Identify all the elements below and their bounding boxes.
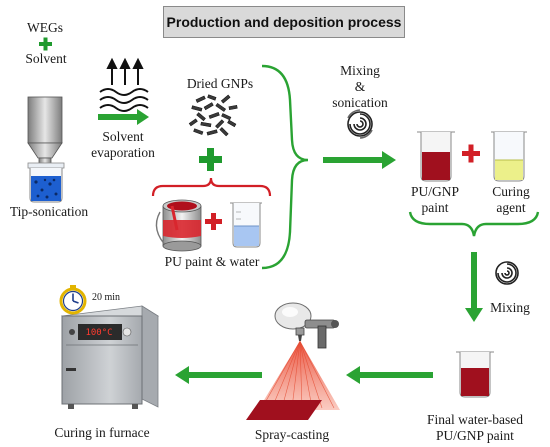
label-pu-gnp-paint: PU/GNP xyxy=(410,184,459,199)
label-dried-gnps: Dried GNPs xyxy=(186,76,254,91)
label-final-paint: PU/GNP paint xyxy=(436,428,514,443)
arrow-to-spray xyxy=(346,366,433,384)
furnace-temperature-display: 100°C xyxy=(85,328,113,338)
label-timer: 20 min xyxy=(91,292,121,303)
paint-can-icon xyxy=(155,199,202,252)
plus-icon xyxy=(205,213,222,230)
plus-icon xyxy=(199,148,222,171)
label-pu-paint-water: PU paint & water xyxy=(164,254,260,269)
green-brace-merge xyxy=(408,211,540,237)
heat-waves-icon xyxy=(99,57,149,112)
label-curing-furnace: Curing in furnace xyxy=(54,425,150,440)
label-solvent-evaporation: Solvent xyxy=(102,129,144,144)
arrow-down-to-final xyxy=(465,252,483,322)
label-wegs: WEGs xyxy=(27,20,63,35)
label-mixing: Mixing xyxy=(490,300,530,315)
label-solvent-evaporation: evaporation xyxy=(91,145,155,160)
label-pu-gnp-paint: paint xyxy=(421,200,449,215)
beaker-icon xyxy=(417,131,455,182)
plus-icon xyxy=(39,37,52,51)
label-solvent: Solvent xyxy=(25,51,67,66)
label-mixing-sonication: & xyxy=(354,79,366,94)
label-mixing-sonication: sonication xyxy=(332,95,388,110)
label-curing-agent: agent xyxy=(496,200,526,215)
sonication-swirl-icon xyxy=(347,109,373,139)
label-spray-casting: Spray-casting xyxy=(254,427,330,442)
label-curing-agent: Curing xyxy=(492,184,530,199)
furnace-icon xyxy=(60,305,160,409)
label-final-paint: Final water-based xyxy=(426,412,524,427)
beaker-icon xyxy=(230,202,262,248)
arrow-to-furnace xyxy=(175,366,262,384)
beaker-icon xyxy=(456,351,494,398)
label-mixing-sonication: Mixing xyxy=(340,63,380,78)
red-brace xyxy=(151,177,272,197)
diagram-title: Production and deposition process xyxy=(163,6,405,38)
arrow-to-evaporation xyxy=(98,109,149,125)
arrow-to-mixture xyxy=(323,151,396,169)
green-brace-merge xyxy=(261,64,309,270)
spray-gun-icon xyxy=(274,302,339,349)
plus-icon xyxy=(462,144,480,163)
dried-gnps-flakes xyxy=(188,94,238,137)
spray-cone xyxy=(246,340,340,420)
label-tip-sonication: Tip-sonication xyxy=(9,204,89,219)
clock-icon xyxy=(59,285,87,315)
beaker-icon xyxy=(491,131,527,182)
beaker-icon xyxy=(27,162,65,203)
sonication-swirl-icon xyxy=(495,261,519,285)
